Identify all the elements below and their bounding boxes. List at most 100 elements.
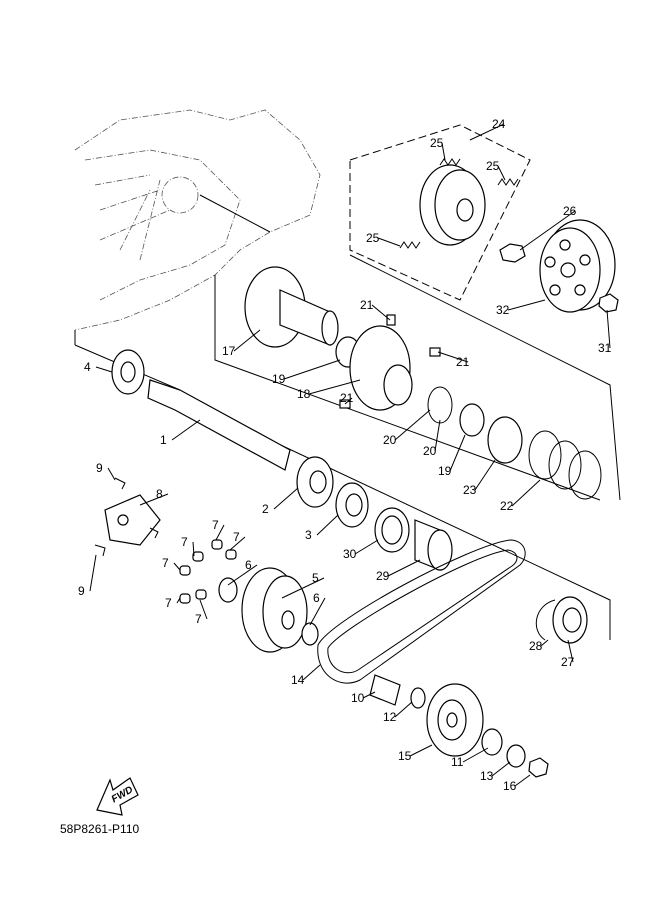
leader-line [441, 142, 446, 161]
callout-15: 15 [398, 749, 412, 763]
leader-line [462, 747, 489, 763]
leader-line [519, 210, 576, 251]
washer-13 [506, 744, 526, 768]
leader-line [308, 379, 361, 395]
pin-21b [429, 347, 441, 357]
primary-sliding-sheave [241, 567, 308, 653]
washer-12 [410, 687, 426, 709]
nut [499, 243, 526, 263]
oil-seal-3 [335, 482, 369, 528]
leader-line [474, 459, 496, 491]
callout-25: 25 [430, 136, 444, 150]
callout-7: 7 [212, 518, 219, 532]
v-belt [317, 539, 526, 684]
leader-line [107, 467, 116, 481]
callout-29: 29 [376, 569, 390, 583]
leader-line [437, 351, 469, 363]
cam-plate [104, 494, 161, 546]
leader-line [139, 493, 169, 506]
callout-6: 6 [245, 558, 252, 572]
callout-10: 10 [351, 691, 365, 705]
primary-fixed-sheave [426, 683, 484, 757]
leader-line [387, 559, 421, 577]
callout-21: 21 [360, 298, 374, 312]
clutch-housing [539, 219, 616, 313]
callout-14: 14 [291, 673, 305, 687]
callout-19: 19 [272, 372, 286, 386]
callout-7: 7 [181, 535, 188, 549]
slider-9a [114, 477, 126, 490]
bearing-2 [296, 456, 334, 508]
callout-25: 25 [486, 159, 500, 173]
callout-11: 11 [451, 755, 464, 769]
leader-line [309, 597, 326, 626]
callout-24: 24 [492, 117, 506, 131]
leader-line [281, 577, 325, 599]
callout-32: 32 [496, 303, 510, 317]
callout-17: 17 [222, 344, 236, 358]
leader-line [511, 479, 541, 507]
leader-line [229, 536, 246, 551]
leader-line [173, 562, 181, 571]
leader-line [371, 304, 391, 321]
collar-10 [369, 674, 401, 706]
nut-31 [598, 293, 619, 313]
bearing-4 [111, 349, 145, 395]
callout-7: 7 [195, 612, 202, 626]
leader-line [567, 639, 574, 663]
callout-7: 7 [165, 596, 172, 610]
callout-27: 27 [561, 655, 575, 669]
collar-6b [301, 622, 319, 646]
leader-line [227, 564, 258, 586]
compression-spring [528, 430, 602, 500]
callout-23: 23 [463, 483, 477, 497]
callout-21: 21 [456, 355, 470, 369]
o-ring-20 [427, 386, 453, 424]
callout-16: 16 [503, 779, 517, 793]
nut-16 [528, 757, 549, 778]
leader-line [89, 554, 97, 592]
leader-line [171, 419, 201, 441]
callout-30: 30 [343, 547, 357, 561]
slider-9b [94, 544, 106, 557]
callout-26: 26 [563, 204, 577, 218]
leader-line [469, 123, 505, 141]
leader-line [283, 359, 341, 380]
callout-8: 8 [156, 487, 163, 501]
callout-21: 21 [340, 391, 354, 405]
one-way-clutch-11 [481, 728, 503, 756]
leader-line [491, 761, 511, 777]
callout-7: 7 [162, 556, 169, 570]
sliding-sheave [349, 325, 413, 411]
leader-line [199, 599, 208, 620]
leader-line [316, 514, 339, 536]
crankcase-outline [74, 109, 321, 331]
callout-6: 6 [313, 591, 320, 605]
callout-20: 20 [383, 433, 397, 447]
springs [399, 158, 519, 249]
leader-line [434, 419, 441, 452]
fwd-arrow-icon: FWD [96, 777, 139, 816]
callout-7: 7 [233, 530, 240, 544]
oil-seal-19b [459, 403, 485, 437]
secondary-sheave [244, 266, 339, 348]
leader-line [394, 409, 431, 441]
needle-bearing-29 [414, 519, 453, 571]
leader-line [344, 397, 353, 405]
callout-9: 9 [96, 461, 103, 475]
leader-line [302, 664, 321, 681]
leader-line [233, 329, 261, 352]
collar-30 [374, 507, 410, 553]
callout-9: 9 [78, 584, 85, 598]
spring-seat [487, 416, 523, 464]
leader-line [449, 434, 466, 472]
callout-5: 5 [312, 571, 319, 585]
callout-31: 31 [598, 341, 612, 355]
clutch-carrier [419, 164, 486, 246]
callout-2: 2 [262, 502, 269, 516]
callout-19: 19 [438, 464, 452, 478]
clutch-assembly-box [349, 124, 531, 301]
bearing-27 [552, 596, 588, 644]
leader-line [95, 366, 113, 373]
